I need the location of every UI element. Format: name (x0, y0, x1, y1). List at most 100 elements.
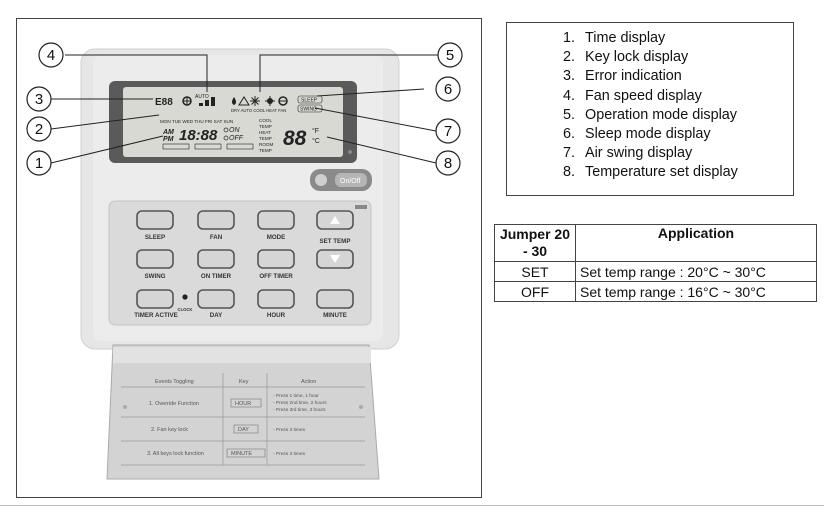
jumper-set-range: Set temp range : 20°C ~ 30°C (575, 261, 817, 282)
lcd-word-3: HEAT (259, 130, 271, 135)
legend-item-5: Operation mode display (579, 106, 793, 125)
jumper-row-off: OFF Set temp range : 16°C ~ 30°C (494, 281, 817, 302)
cool-snowflake-icon (250, 96, 260, 106)
lcd-word-5: ROOM (259, 142, 273, 147)
legend-item-1: Time display (579, 29, 793, 48)
off-timer-button[interactable] (257, 249, 295, 269)
flap-action-3: - Press 3 times (273, 451, 306, 457)
lcd-error-code: E88 (155, 97, 173, 108)
hour-label: HOUR (267, 312, 286, 319)
flap-table-lines (121, 373, 365, 466)
mode-fan-icon (278, 96, 288, 106)
off-timer-label: OFF TIMER (259, 273, 293, 280)
lcd-off: OFF (229, 135, 244, 142)
callout-1-label: 1 (35, 155, 43, 172)
callout-circles (26, 42, 463, 176)
minute-label: MINUTE (323, 312, 347, 319)
auto-triangle-icon (238, 96, 250, 106)
callout-5-label: 5 (446, 47, 454, 64)
callout-7-circle (435, 118, 461, 144)
sleep-label: SLEEP (145, 234, 165, 241)
jumper-header-row: Jumper 20 - 30 Application (494, 224, 817, 262)
lcd-am: AM (162, 129, 174, 136)
legend-box: Time display Key lock display Error indi… (506, 22, 794, 196)
callout-6-circle (435, 76, 461, 102)
flap-panel (106, 344, 380, 480)
legend-list: Time display Key lock display Error indi… (507, 23, 793, 183)
jumper-header-jumper: Jumper 20 - 30 (494, 224, 576, 262)
legend-item-7: Air swing display (579, 144, 793, 163)
clock-label: CLOCK (178, 307, 193, 312)
callout-2-circle (26, 116, 52, 142)
arrow-up-icon (330, 216, 340, 224)
lcd-word-1: COOL (259, 118, 272, 123)
minute-button[interactable] (316, 289, 354, 309)
heat-sun-icon (265, 96, 275, 106)
lcd-auto-label: AUTO (195, 94, 209, 100)
lcd-word-4: TEMP (259, 136, 272, 141)
lcd-swing-label: SWING (300, 107, 317, 113)
legend-item-3: Error indication (579, 67, 793, 86)
set-temp-label: SET TEMP (320, 238, 351, 245)
jumper-off-range: Set temp range : 16°C ~ 30°C (575, 281, 817, 302)
remote-buttons (136, 210, 354, 309)
day-button[interactable] (197, 289, 235, 309)
clock-dot (182, 294, 188, 300)
day-label: DAY (210, 312, 223, 319)
flap-action-1a: - Press 1 time, 1 hour (273, 393, 319, 399)
callout-2-label: 2 (35, 121, 43, 138)
lcd-screen (123, 87, 343, 157)
flap-header-key: Key (239, 379, 249, 385)
flap-action-1c: - Press 3rd time, 3 hours (273, 407, 326, 413)
fan-speed-icon (182, 96, 192, 106)
flap-event-1: 1. Override Function (149, 401, 199, 407)
lcd-unit-c: °C (312, 137, 320, 145)
timer-active-label: TIMER ACTIVE (134, 312, 177, 319)
callout-4-circle (38, 42, 64, 68)
on-timer-button[interactable] (197, 249, 235, 269)
lcd-word-2: TEMP (259, 124, 272, 129)
lcd-unit-f: °F (312, 127, 319, 135)
onoff-label: On/Off (340, 178, 361, 185)
flap-action-1b: - Press 2nd time, 2 hours (273, 400, 327, 406)
callout-3-label: 3 (35, 91, 43, 108)
jumper-header-application: Application (575, 224, 817, 262)
swing-button[interactable] (136, 249, 174, 269)
lcd-days: MON TUE WED THU FRI SAT SUN (160, 119, 233, 124)
legend-item-4: Fan speed display (579, 87, 793, 106)
flap-event-3: 3. All keys lock function (147, 451, 204, 457)
button-panel (108, 200, 372, 326)
fan-button[interactable] (197, 210, 235, 230)
lcd-small-boxes (162, 143, 254, 150)
on-timer-label: ON TIMER (201, 273, 232, 280)
jumper-table: Jumper 20 - 30 Application SET Set temp … (494, 224, 817, 302)
fan-speed-bars (199, 97, 215, 106)
flap-header-events: Events Toggling (155, 379, 194, 385)
mode-button[interactable] (257, 210, 295, 230)
sleep-button[interactable] (136, 210, 174, 230)
callout-4-label: 4 (47, 47, 55, 64)
lcd-temp-words: COOL TEMP HEAT TEMP ROOM TEMP (259, 118, 273, 153)
page-bottom-rule (0, 505, 824, 506)
fan-label: FAN (210, 234, 223, 241)
flap-event-2: 2. Fan key lock (151, 427, 188, 433)
lcd-pm: PM (163, 136, 174, 143)
flap-action-2: - Press 3 times (273, 427, 306, 433)
hour-button[interactable] (257, 289, 295, 309)
callout-7-label: 7 (444, 123, 452, 140)
legend-item-8: Temperature set display (579, 163, 793, 182)
jumper-off-cell: OFF (494, 281, 576, 302)
timer-active-button[interactable] (136, 289, 174, 309)
flap-key-3: MINUTE (231, 451, 252, 457)
lcd-time-digits: 18:88 (179, 127, 218, 144)
lcd-mode-labels: DRY AUTO COOL HEAT FAN (231, 108, 286, 113)
legend-item-2: Key lock display (579, 48, 793, 67)
jumper-set-cell: SET (494, 261, 576, 282)
arrow-down-icon (330, 255, 340, 263)
lcd-temp-digits: 88 (283, 127, 307, 150)
callout-8-circle (435, 150, 461, 176)
dry-drop-icon (232, 97, 236, 105)
callout-leaders (50, 54, 438, 164)
lcd-word-6: TEMP (259, 148, 272, 153)
flap-header-action: Action (301, 379, 316, 385)
